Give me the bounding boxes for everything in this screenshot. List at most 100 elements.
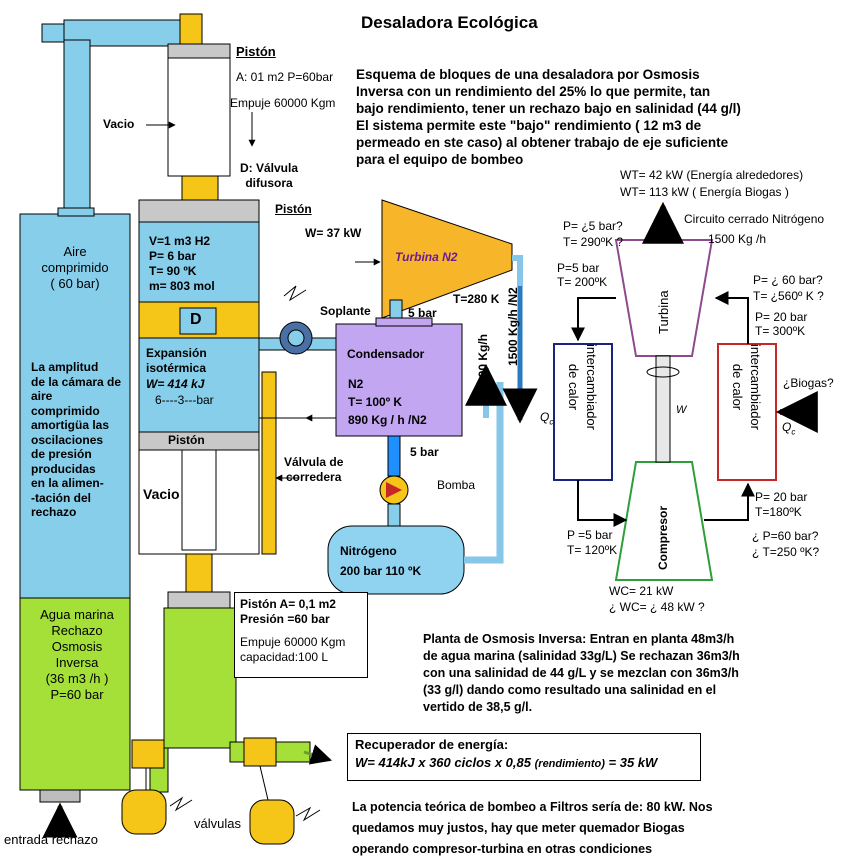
- main-cylinder-gas: [138, 221, 260, 303]
- lower-piston-info-box: [234, 592, 368, 678]
- hx-hot-label: intercambiador de calor: [730, 344, 763, 430]
- description-text: Esquema de bloques de una desaladora por…: [356, 67, 741, 167]
- turbine-n2-shape: [381, 199, 513, 319]
- tank-to-brayton-pipe: [464, 382, 504, 564]
- sea-water-label: Agua marina Rechazo Osmosis Inversa (36 …: [40, 607, 114, 702]
- biogas-question: ¿Biogas?: [783, 376, 834, 390]
- lower-piston-specs: Pistón A= 0,1 m2 Presión =60 bar: [240, 597, 336, 626]
- shaft-work-label: W: [676, 404, 687, 416]
- turbine-work-label: W= 37 kW: [305, 226, 362, 240]
- compressor-work-label: WC= 21 kW: [609, 584, 674, 598]
- loop-hx-to-compressor: [577, 480, 628, 527]
- compressor-outlet-question: ¿ P=60 bar? ¿ T=250 ºK?: [752, 529, 820, 559]
- condenser-body: N2 T= 100º K 890 Kg / h /N2: [348, 377, 427, 427]
- hx-cold-box: [553, 343, 613, 481]
- expansion-title: Expansión isotérmica: [146, 346, 207, 375]
- flow-890-label: 890 Kg/h: [476, 333, 490, 384]
- compressor-inlet-state: P =5 bar T= 120ºK: [567, 528, 618, 557]
- expansion-chamber: [138, 337, 260, 433]
- expansion-work: W= 414 kJ: [146, 377, 205, 391]
- actuator-left: [121, 789, 167, 835]
- blower-hub: [287, 329, 305, 347]
- condenser-bottom-pipe: [387, 435, 401, 477]
- loop-turbine-to-hx: [571, 297, 616, 342]
- main-piston-bottom-label: Pistón: [168, 433, 205, 447]
- upper-rod-yellow: [179, 13, 203, 45]
- shaft-rotation-icon: [646, 366, 680, 378]
- upper-piston-thrust: Empuje 60000 Kgm: [230, 96, 336, 110]
- lower-rod: [185, 553, 213, 595]
- main-vacuum-label: Vacio: [143, 486, 180, 502]
- condenser-title: Condensador: [347, 347, 425, 361]
- actuator-link-right: [259, 765, 269, 801]
- valve-block-left: [131, 739, 165, 769]
- condenser-top-flange: [375, 317, 433, 327]
- inlet-stub: [39, 789, 81, 803]
- upper-piston-head: [167, 43, 231, 59]
- pumping-note: La potencia teórica de bombeo a Filtros …: [352, 800, 713, 856]
- condenser-box: [335, 323, 463, 437]
- expansion-range: 6----3---bar: [155, 393, 214, 407]
- brayton-compressor: [614, 461, 714, 581]
- pressure-bottom-label: 5 bar: [410, 445, 439, 459]
- recovery-formula: W= 414kJ x 360 ciclos x 0,85 (rendimient…: [355, 755, 658, 770]
- valve-d-box: [179, 307, 217, 335]
- actuator-right: [249, 799, 295, 845]
- hx-cold-label: intercambiador de calor: [566, 344, 599, 430]
- air-column-cap: [57, 207, 95, 217]
- flow-1500-label: 1500 Kg/h /N2: [506, 287, 520, 366]
- lower-outlet-arrow: [303, 744, 333, 765]
- slide-valve-label: Válvula de corredera: [284, 455, 344, 484]
- lower-piston-cap: [167, 591, 231, 609]
- upper-piston-label: Pistón: [236, 44, 276, 59]
- compressor-outlet-state: P= 20 bar T=180ºK: [755, 490, 808, 519]
- gas-state-label: V=1 m3 H2 P= 6 bar T= 90 ºK m= 803 mol: [149, 234, 215, 293]
- upper-cylinder: [167, 57, 231, 177]
- brayton-shaft: [655, 355, 671, 463]
- compressor-label: Compresor: [656, 505, 670, 570]
- air-note: La amplitud de la cámara de aire comprim…: [31, 360, 122, 519]
- compressor-work-question: ¿ WC= ¿ 48 kW ?: [609, 600, 705, 614]
- sea-water-column: [19, 597, 131, 791]
- diffuser-valve-label: D: Válvula difusora: [240, 161, 299, 190]
- hot-inlet-state: P= 20 bar T= 300ºK: [755, 310, 808, 338]
- turbine-inlet-question: P= ¿5 bar? T= 290ºK ?: [563, 219, 624, 249]
- hot-inlet-question: P= ¿ 60 bar? T= ¿560º K ?: [753, 273, 824, 303]
- inlet-label: entrada rechazo: [4, 832, 98, 847]
- page-title: Desaladora Ecológica: [361, 13, 538, 32]
- wt-ambient-label: WT= 42 kW (Energía alrededores): [620, 168, 804, 182]
- top-air-pipe-vertical: [63, 39, 91, 211]
- valve-block-right: [243, 737, 277, 767]
- lower-piston-thrust: Empuje 60000 Kgm capacidad:100 L: [240, 635, 346, 664]
- turbine-n2-label: Turbina N2: [395, 250, 458, 264]
- pressure-top-label: 5 bar: [408, 306, 437, 320]
- q-cold-label: Qc: [540, 410, 554, 427]
- loop-hx-to-turbine: [714, 291, 749, 344]
- main-piston-top-label: Pistón: [275, 202, 312, 216]
- circuit-flow-label: 1500 Kg /h: [708, 232, 767, 246]
- tank-label: Nitrógeno 200 bar 110 ºK: [340, 544, 422, 578]
- osmosis-note: Planta de Osmosis Inversa: Entran en pla…: [423, 632, 740, 714]
- turbine-outlet-state: P=5 bar T= 200ºK: [557, 261, 608, 289]
- main-cylinder-top-piston: [138, 199, 260, 223]
- lower-green-cylinder: [163, 607, 237, 749]
- pump-label: Bomba: [437, 478, 476, 492]
- valves-label: válvulas: [194, 816, 241, 831]
- recovery-title: Recuperador de energía:: [355, 737, 509, 752]
- pump-to-tank-pipe: [387, 503, 401, 527]
- upper-piston-specs: A: 01 m2 P=60bar: [236, 70, 334, 84]
- upper-cylinder-neck: [181, 175, 219, 201]
- upper-vacuum-label: Vacio: [103, 117, 135, 131]
- wt-biogas-label: WT= 113 kW ( Energía Biogas ): [620, 185, 789, 199]
- top-inlet-cap: [41, 23, 65, 43]
- valve-d-label: D: [190, 311, 202, 328]
- circuit-label: Circuito cerrado Nitrógeno: [684, 212, 825, 226]
- air-column: [19, 213, 131, 599]
- slide-valve: [261, 371, 277, 555]
- main-cylinder-rod: [181, 449, 217, 551]
- brayton-turbine-label: Turbina: [656, 290, 671, 334]
- pump-arrow: [386, 482, 402, 498]
- air-title: Aire comprimido ( 60 bar): [41, 244, 109, 291]
- signal-icon-right: [295, 806, 321, 822]
